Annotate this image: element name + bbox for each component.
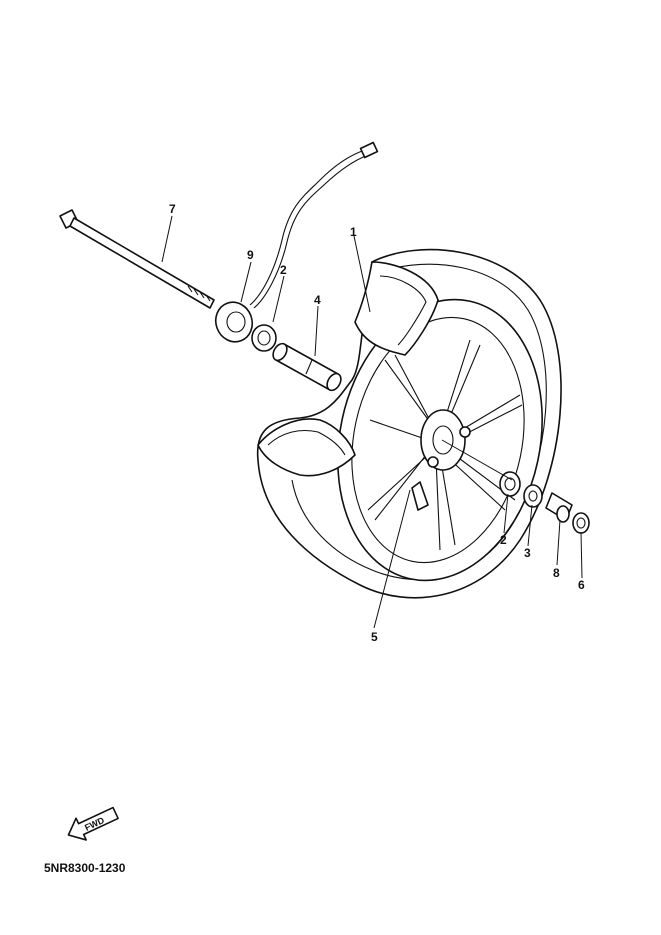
callout-6: 6: [578, 578, 585, 592]
fwd-arrow-icon: FWD: [67, 806, 119, 841]
callout-5: 5: [371, 630, 378, 644]
spacer-collar: [272, 342, 342, 392]
oil-seal-3: [523, 484, 543, 508]
callout-numbers: 7 9 2 4 1 5 2 3 8 6: [169, 202, 585, 644]
diagram-code: 5NR8300-1230: [44, 861, 126, 875]
callout-2-left: 2: [280, 263, 287, 277]
oil-seal-6: [572, 512, 590, 534]
speedometer-gear-unit: [214, 141, 379, 343]
callout-4: 4: [314, 293, 321, 307]
callout-3: 3: [524, 546, 531, 560]
callout-9: 9: [247, 248, 254, 262]
wheel-assembly: [256, 248, 562, 599]
leader-lines: [161, 215, 583, 629]
collar-8: [545, 492, 573, 523]
callout-2-right: 2: [500, 533, 507, 547]
bearing-right: [499, 471, 521, 497]
callout-8: 8: [553, 566, 560, 580]
callout-1: 1: [350, 225, 357, 239]
wheel-axle: [59, 209, 215, 309]
callout-7: 7: [169, 202, 176, 216]
bearing-left: [251, 324, 277, 352]
